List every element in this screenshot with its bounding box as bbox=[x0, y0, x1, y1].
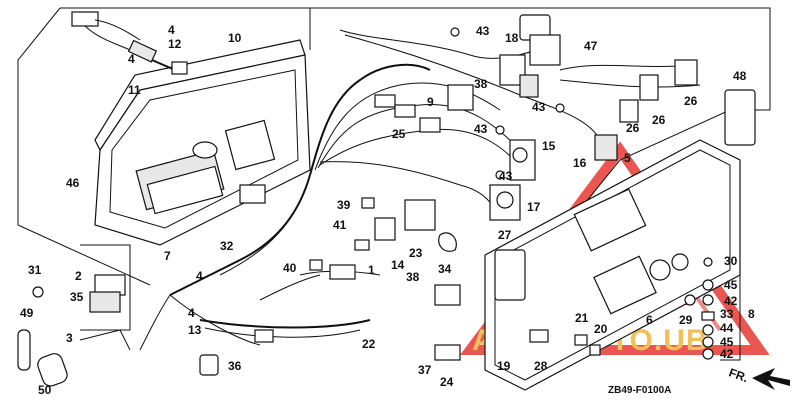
part-label-p42a: 42 bbox=[724, 294, 738, 308]
part-label-p38b: 38 bbox=[406, 270, 420, 284]
part-label-p35: 35 bbox=[70, 290, 84, 304]
part-label-p46: 46 bbox=[66, 176, 80, 190]
part-label-p33: 33 bbox=[720, 307, 734, 321]
part-label-p22: 22 bbox=[362, 337, 376, 351]
part-label-p45a: 45 bbox=[724, 278, 738, 292]
part-label-p21: 21 bbox=[575, 311, 589, 325]
direction-label: FR. bbox=[727, 365, 750, 385]
front-direction-arrow bbox=[752, 368, 790, 390]
part-label-p41: 41 bbox=[333, 218, 347, 232]
part-label-p14: 14 bbox=[391, 258, 405, 272]
part-label-p18: 18 bbox=[505, 31, 519, 45]
part-label-p31: 31 bbox=[28, 263, 42, 277]
part-label-p27: 27 bbox=[498, 228, 512, 242]
part-label-p25: 25 bbox=[392, 127, 406, 141]
part-label-p23: 23 bbox=[409, 246, 423, 260]
part-label-p28: 28 bbox=[534, 359, 548, 373]
part-label-p15: 15 bbox=[542, 139, 556, 153]
part-label-p4d: 4 bbox=[188, 306, 195, 320]
part-label-p36: 36 bbox=[228, 359, 242, 373]
diagram-code: ZB49-F0100A bbox=[608, 385, 671, 396]
part-label-p17: 17 bbox=[527, 200, 541, 214]
part-label-p26c: 26 bbox=[626, 121, 640, 135]
part-label-p4b: 4 bbox=[128, 52, 135, 66]
part-label-p43a: 43 bbox=[476, 24, 490, 38]
part-label-p1: 1 bbox=[368, 263, 375, 277]
part-label-p34: 34 bbox=[438, 262, 452, 276]
hardware-stack bbox=[529, 257, 715, 360]
part-label-p40: 40 bbox=[283, 261, 297, 275]
part-label-p3: 3 bbox=[66, 331, 73, 345]
part-label-p42b: 42 bbox=[720, 347, 734, 361]
small-parts bbox=[199, 197, 461, 376]
part-label-p20: 20 bbox=[594, 322, 608, 336]
part-label-p10: 10 bbox=[228, 31, 242, 45]
part-label-p48: 48 bbox=[733, 69, 747, 83]
part-label-p37: 37 bbox=[418, 363, 432, 377]
part-label-p24: 24 bbox=[440, 375, 454, 389]
part-label-p13: 13 bbox=[188, 323, 202, 337]
part-label-p4a: 4 bbox=[168, 23, 175, 37]
part-label-p30: 30 bbox=[724, 254, 738, 268]
part-label-p43d: 43 bbox=[499, 169, 513, 183]
part-label-p8: 8 bbox=[748, 307, 755, 321]
part-label-p26a: 26 bbox=[684, 94, 698, 108]
part-label-p19: 19 bbox=[497, 359, 511, 373]
part-label-p45b: 45 bbox=[720, 335, 734, 349]
part-label-p50: 50 bbox=[38, 383, 52, 397]
part-label-p29: 29 bbox=[679, 313, 693, 327]
part-label-p32: 32 bbox=[220, 239, 234, 253]
part-label-p43b: 43 bbox=[532, 100, 546, 114]
part-label-p44: 44 bbox=[720, 321, 734, 335]
part-label-p4c: 4 bbox=[196, 269, 203, 283]
part-label-p43c: 43 bbox=[474, 122, 488, 136]
control-box-housing bbox=[94, 39, 311, 246]
cord-assembly bbox=[71, 11, 188, 75]
part-label-p39: 39 bbox=[337, 198, 351, 212]
part-label-p7: 7 bbox=[164, 249, 171, 263]
part-label-p38a: 38 bbox=[474, 77, 488, 91]
front-panel bbox=[484, 139, 741, 391]
part-label-p9: 9 bbox=[427, 95, 434, 109]
part-label-p5: 5 bbox=[624, 151, 631, 165]
part-label-p49: 49 bbox=[20, 306, 34, 320]
part-label-p47: 47 bbox=[584, 39, 598, 53]
part-label-p16: 16 bbox=[573, 156, 587, 170]
part-label-p2: 2 bbox=[75, 269, 82, 283]
part-label-p12: 12 bbox=[168, 37, 182, 51]
left-parts bbox=[17, 274, 131, 387]
part-label-p26b: 26 bbox=[652, 113, 666, 127]
switch-components bbox=[374, 14, 756, 221]
part-label-p6: 6 bbox=[646, 313, 653, 327]
part-label-p11: 11 bbox=[128, 83, 141, 97]
